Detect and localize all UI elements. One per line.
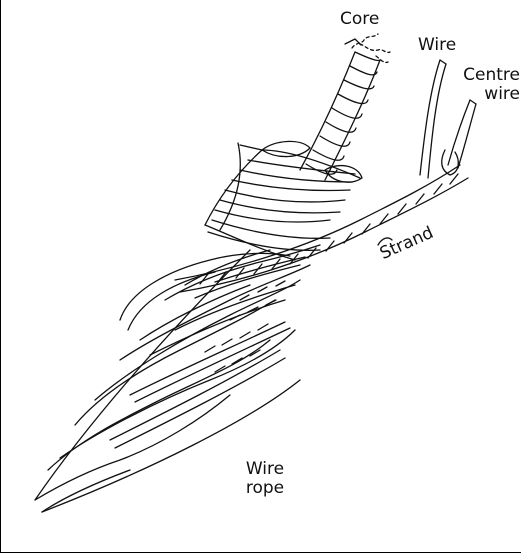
centre-wire-drawing: [442, 100, 476, 175]
label-wire-rope-line1: Wire: [230, 460, 300, 479]
label-wire-rope-line2: rope: [230, 479, 300, 498]
label-centre-wire: Centre wire: [446, 66, 520, 104]
strands-cone: [205, 141, 362, 260]
core-drawing: [300, 34, 390, 180]
label-wire: Wire: [418, 36, 456, 55]
label-core: Core: [340, 10, 379, 29]
label-centre-wire-line1: Centre: [446, 66, 520, 85]
label-centre-wire-line2: wire: [446, 85, 520, 104]
label-wire-rope: Wire rope: [230, 460, 300, 498]
